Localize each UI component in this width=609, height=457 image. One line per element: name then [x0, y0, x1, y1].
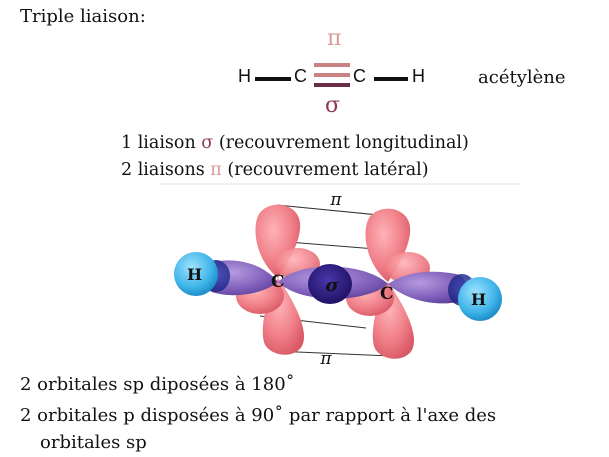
atom-c-left: C	[294, 66, 307, 86]
sigma-bond-text: (recouvrement longitudinal)	[218, 133, 469, 153]
figure-pi-bottom-label: π	[319, 349, 332, 369]
sp-orbital-right-to-h	[388, 271, 468, 304]
sigma-bond-count: 1 liaison	[121, 133, 196, 153]
pi-bond-symbol: π	[210, 160, 222, 180]
hydrogen-sphere-left	[174, 252, 218, 296]
sigma-bond-line	[314, 83, 350, 87]
atom-h-right: H	[412, 66, 425, 86]
note-line-2: 2 orbitales p disposées à 90˚ par rappor…	[20, 405, 497, 426]
pi-bond-line-1	[314, 63, 350, 67]
molecule-name: acétylène	[478, 67, 566, 88]
note-line-3: orbitales sp	[40, 432, 147, 453]
figure-h-right-label: H	[471, 290, 486, 309]
figure-pi-top-label: π	[329, 190, 342, 210]
pi-bond-description: 2 liaisons π (recouvrement latéral)	[121, 160, 429, 180]
figure-sigma-label: σ	[325, 275, 339, 296]
atom-c-right: C	[353, 66, 366, 86]
pi-connector-top	[276, 204, 390, 217]
atom-h-left: H	[238, 66, 251, 86]
heading: Triple liaison:	[20, 6, 146, 27]
sigma-bond-symbol: σ	[201, 133, 214, 153]
single-bond-left	[255, 77, 291, 81]
sigma-label: σ	[325, 93, 341, 118]
note-line-1: 2 orbitales sp diposées à 180˚	[20, 374, 295, 395]
sigma-overlap	[308, 264, 352, 304]
orbital-diagram: π π σ H C C H	[160, 183, 520, 369]
figure-c-right-label: C	[380, 284, 394, 304]
pi-bond-line-2	[314, 73, 350, 77]
sigma-bond-description: 1 liaison σ (recouvrement longitudinal)	[121, 133, 469, 153]
single-bond-right	[374, 77, 408, 81]
figure-h-left-label: H	[187, 265, 202, 284]
pi-label: π	[327, 26, 342, 51]
hydrogen-sphere-right	[458, 277, 502, 321]
figure-c-left-label: C	[271, 272, 285, 292]
pi-bond-count: 2 liaisons	[121, 160, 205, 180]
pi-bond-text: (recouvrement latéral)	[227, 160, 429, 180]
